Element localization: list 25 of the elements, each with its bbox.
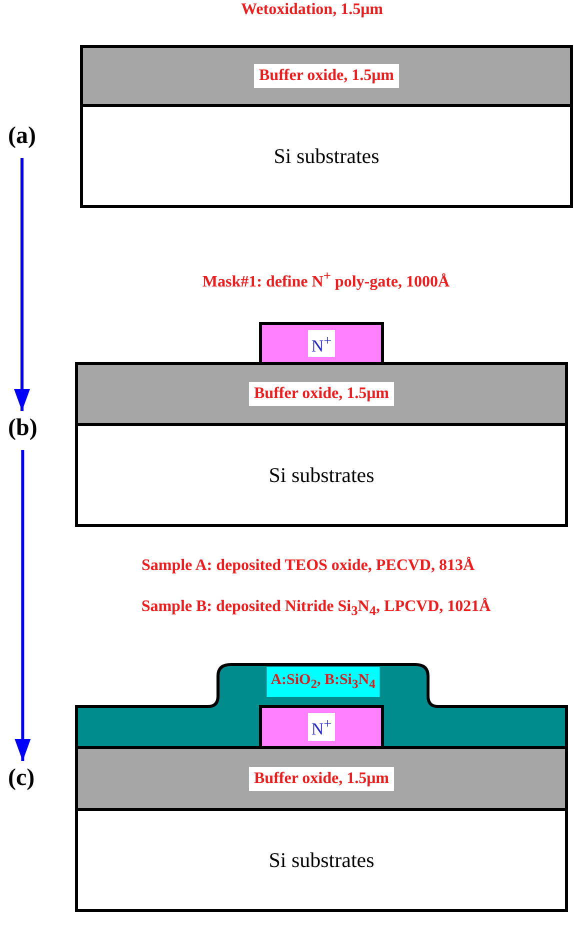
film-label: A:SiO$_{2}$, B:Si$_{3}$N$_{4}$ (266, 667, 380, 697)
layer-label: Buffer oxide, 1.5μm (254, 64, 399, 88)
layer-label: Buffer oxide, 1.5μm (249, 382, 394, 406)
substrate-layer (75, 423, 568, 527)
substrate-layer (75, 808, 568, 912)
gate-label: N$^{+}$ (308, 330, 335, 358)
panel-label: (b) (8, 414, 38, 442)
arrow (14, 450, 31, 761)
oxide-layer (80, 45, 573, 107)
layer-label: Si substrates (274, 144, 380, 168)
oxide-layer (75, 362, 568, 426)
process-step-note: Sample A: deposited TEOS oxide, PECVD, 813Å (141, 556, 475, 576)
oxide-layer (75, 746, 568, 811)
process-step-note: Wetoxidation, 1.5μm (241, 0, 383, 20)
substrate-layer (80, 104, 573, 208)
process-step-note: Sample B: deposited Nitride Si$_{3}$N$_{4}$, LPCVD, 1021Å (141, 597, 491, 620)
layer-label: Buffer oxide, 1.5μm (249, 766, 394, 790)
gate-label: N$^{+}$ (308, 713, 335, 741)
layer-label: Si substrates (268, 463, 374, 487)
panel-label: (c) (8, 764, 35, 792)
panel-label: (a) (8, 122, 36, 150)
layer-label: Si substrates (268, 848, 374, 872)
arrow (14, 158, 30, 411)
gate-block (259, 322, 384, 365)
process-step-note: Mask#1: define N$^{+}$ poly-gate, 1000Å (202, 267, 450, 292)
